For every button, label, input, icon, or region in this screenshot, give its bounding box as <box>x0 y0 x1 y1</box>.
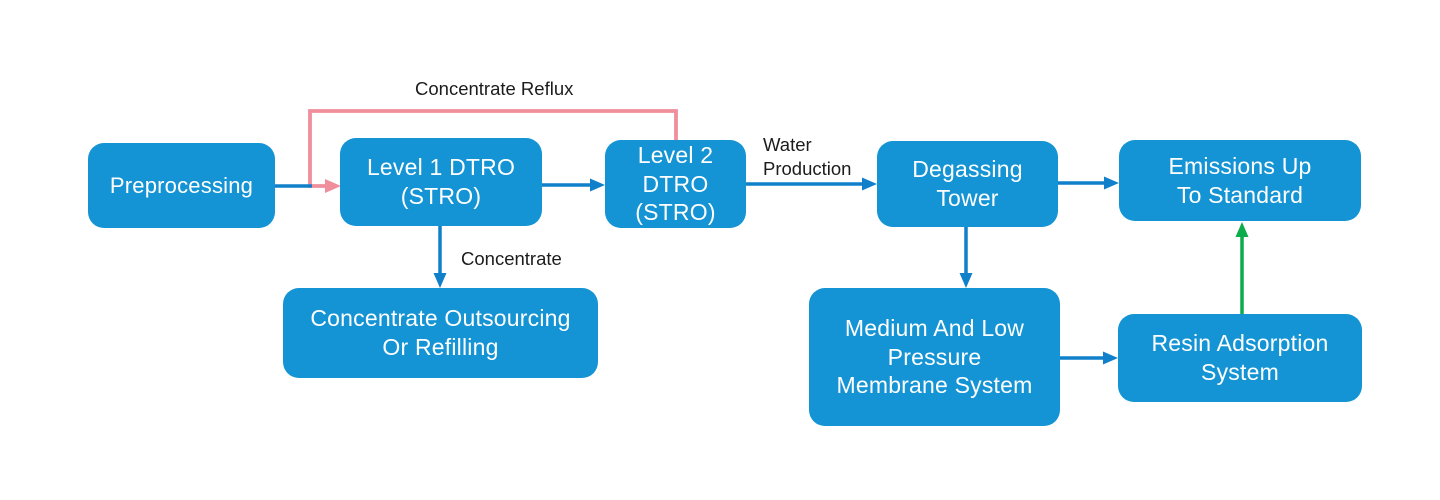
node-concentrate-outsourcing: Concentrate Outsourcing Or Refilling <box>283 288 598 378</box>
node-degassing-tower: Degassing Tower <box>877 141 1058 227</box>
node-emissions-up-to-standard: Emissions Up To Standard <box>1119 140 1361 221</box>
node-level1-dtro: Level 1 DTRO (STRO) <box>340 138 542 226</box>
node-medium-low-membrane: Medium And Low Pressure Membrane System <box>809 288 1060 426</box>
edge-concentrate-reflux <box>308 109 678 193</box>
label-water-production: Water Production <box>763 134 852 180</box>
node-preprocessing: Preprocessing <box>88 143 275 228</box>
label-concentrate: Concentrate <box>461 248 562 269</box>
node-level2-dtro: Level 2 DTRO (STRO) <box>605 140 746 228</box>
node-resin-adsorption: Resin Adsorption System <box>1118 314 1362 402</box>
label-concentrate-reflux: Concentrate Reflux <box>415 78 574 99</box>
